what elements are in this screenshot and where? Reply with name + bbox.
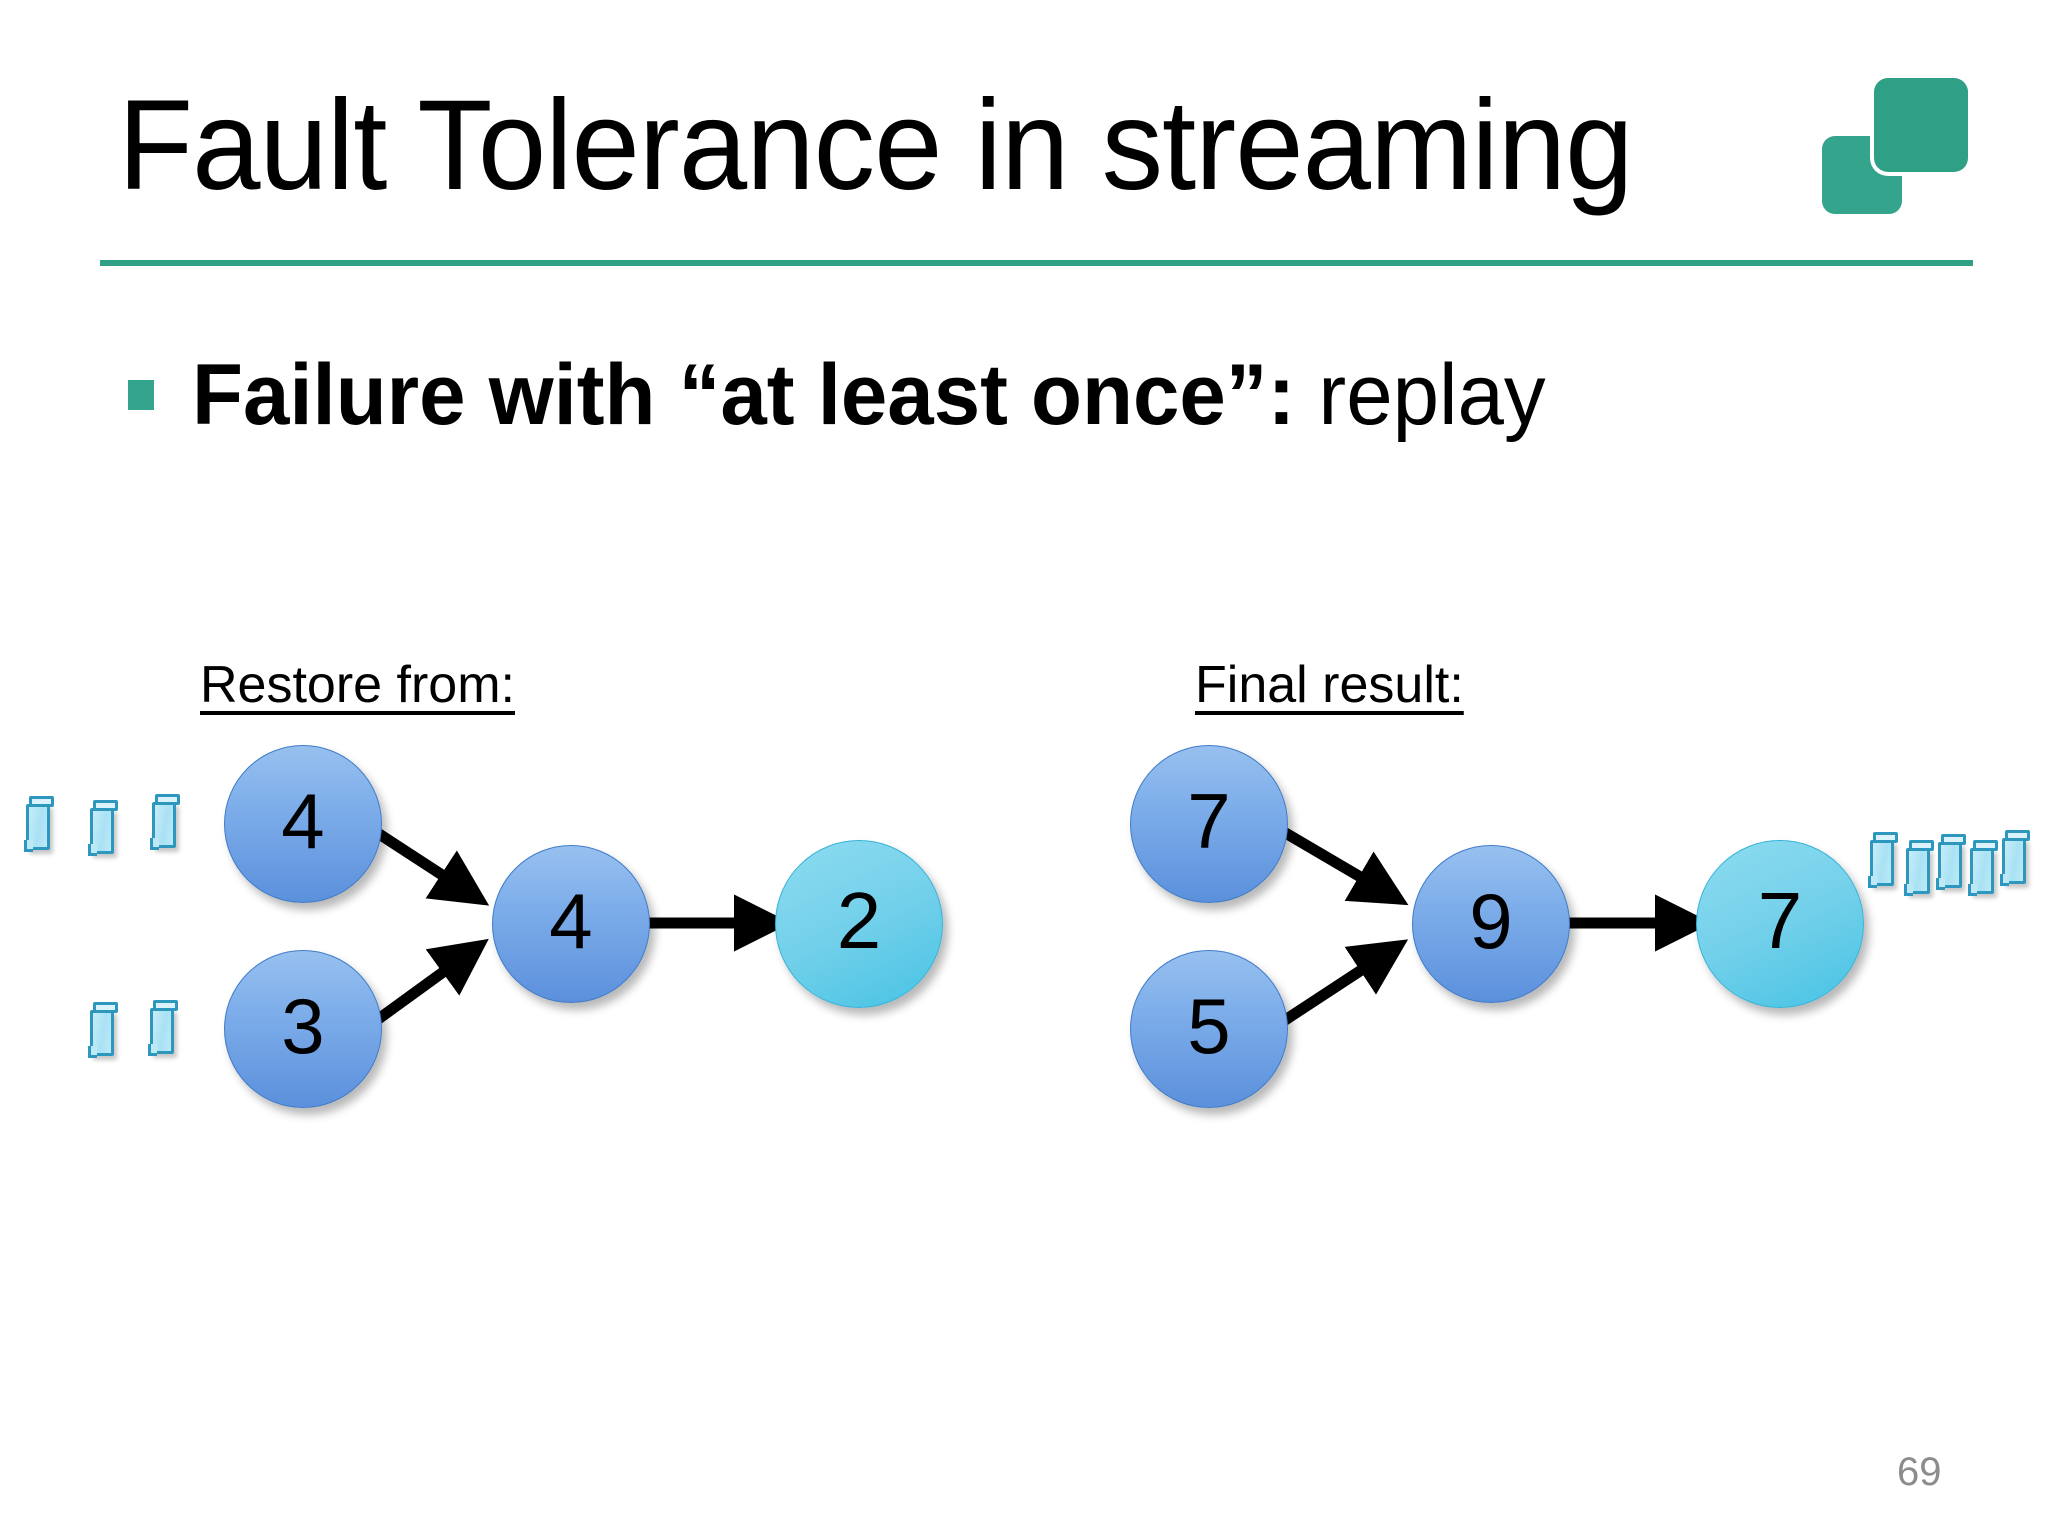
- node-restore-3-bottom[interactable]: 3: [224, 950, 382, 1108]
- record-icon: [1936, 834, 1966, 892]
- node-label: 7: [1187, 776, 1231, 865]
- record-foot: [88, 1046, 97, 1058]
- record-foot: [88, 844, 97, 856]
- edge-4-to-merge: [366, 823, 490, 906]
- edge-7-to-merge: [1274, 823, 1409, 906]
- record-icon: [24, 796, 54, 854]
- page-number: 69: [1897, 1450, 1942, 1494]
- record-foot: [1968, 884, 1977, 896]
- node-label: 9: [1469, 876, 1513, 965]
- bullet-item: Failure with “at least once”: replay: [128, 352, 1588, 438]
- node-final-9-merge[interactable]: 9: [1412, 845, 1570, 1003]
- record-foot: [24, 840, 33, 852]
- bullet-bold-text: Failure with “at least once”:: [192, 347, 1296, 443]
- record-icon: [1968, 840, 1998, 898]
- bullet-marker-icon: [128, 380, 154, 410]
- record-cap: [1909, 840, 1934, 851]
- bullet-normal-text: replay: [1295, 347, 1546, 443]
- edge-3-to-merge: [362, 938, 489, 1033]
- record-cap: [1941, 834, 1966, 845]
- record-icon: [150, 794, 180, 852]
- record-icon: [148, 1000, 178, 1058]
- record-cap: [29, 796, 54, 807]
- page-title: Fault Tolerance in streaming: [118, 74, 1633, 217]
- record-cap: [153, 1000, 178, 1011]
- node-final-7-top[interactable]: 7: [1130, 745, 1288, 903]
- caption-restore-from: Restore from:: [200, 656, 515, 714]
- node-final-5-bottom[interactable]: 5: [1130, 950, 1288, 1108]
- record-icon: [88, 1002, 118, 1060]
- record-cap: [1873, 832, 1898, 843]
- record-cap: [1973, 840, 1998, 851]
- record-cap: [93, 800, 118, 811]
- record-foot: [148, 1044, 157, 1056]
- record-foot: [1868, 876, 1877, 888]
- record-foot: [1936, 878, 1945, 890]
- record-foot: [150, 838, 159, 850]
- record-icon: [2000, 830, 2030, 888]
- record-foot: [2000, 874, 2009, 886]
- record-body: [1906, 848, 1930, 894]
- node-restore-4-merge[interactable]: 4: [492, 845, 650, 1003]
- node-final-7-output[interactable]: 7: [1696, 840, 1864, 1008]
- record-icon: [1868, 832, 1898, 890]
- record-icon: [1904, 840, 1934, 898]
- node-label: 5: [1187, 981, 1231, 1070]
- node-restore-2-output[interactable]: 2: [775, 840, 943, 1008]
- logo-square-large: [1874, 78, 1968, 172]
- brand-logo-icon: [1822, 78, 1982, 214]
- title-divider: [100, 260, 1973, 266]
- record-cap: [93, 1002, 118, 1013]
- bullet-item-label: Failure with “at least once”: replay: [192, 352, 1546, 438]
- record-cap: [2005, 830, 2030, 841]
- record-body: [152, 802, 176, 848]
- record-foot: [1904, 884, 1913, 896]
- record-cap: [155, 794, 180, 805]
- record-icon: [88, 800, 118, 858]
- edge-5-to-merge: [1269, 939, 1409, 1033]
- node-label: 7: [1757, 876, 1803, 965]
- node-label: 4: [549, 876, 593, 965]
- node-label: 4: [281, 776, 325, 865]
- caption-final-result: Final result:: [1195, 656, 1464, 714]
- node-label: 3: [281, 981, 325, 1070]
- node-label: 2: [836, 876, 882, 965]
- node-restore-4-top[interactable]: 4: [224, 745, 382, 903]
